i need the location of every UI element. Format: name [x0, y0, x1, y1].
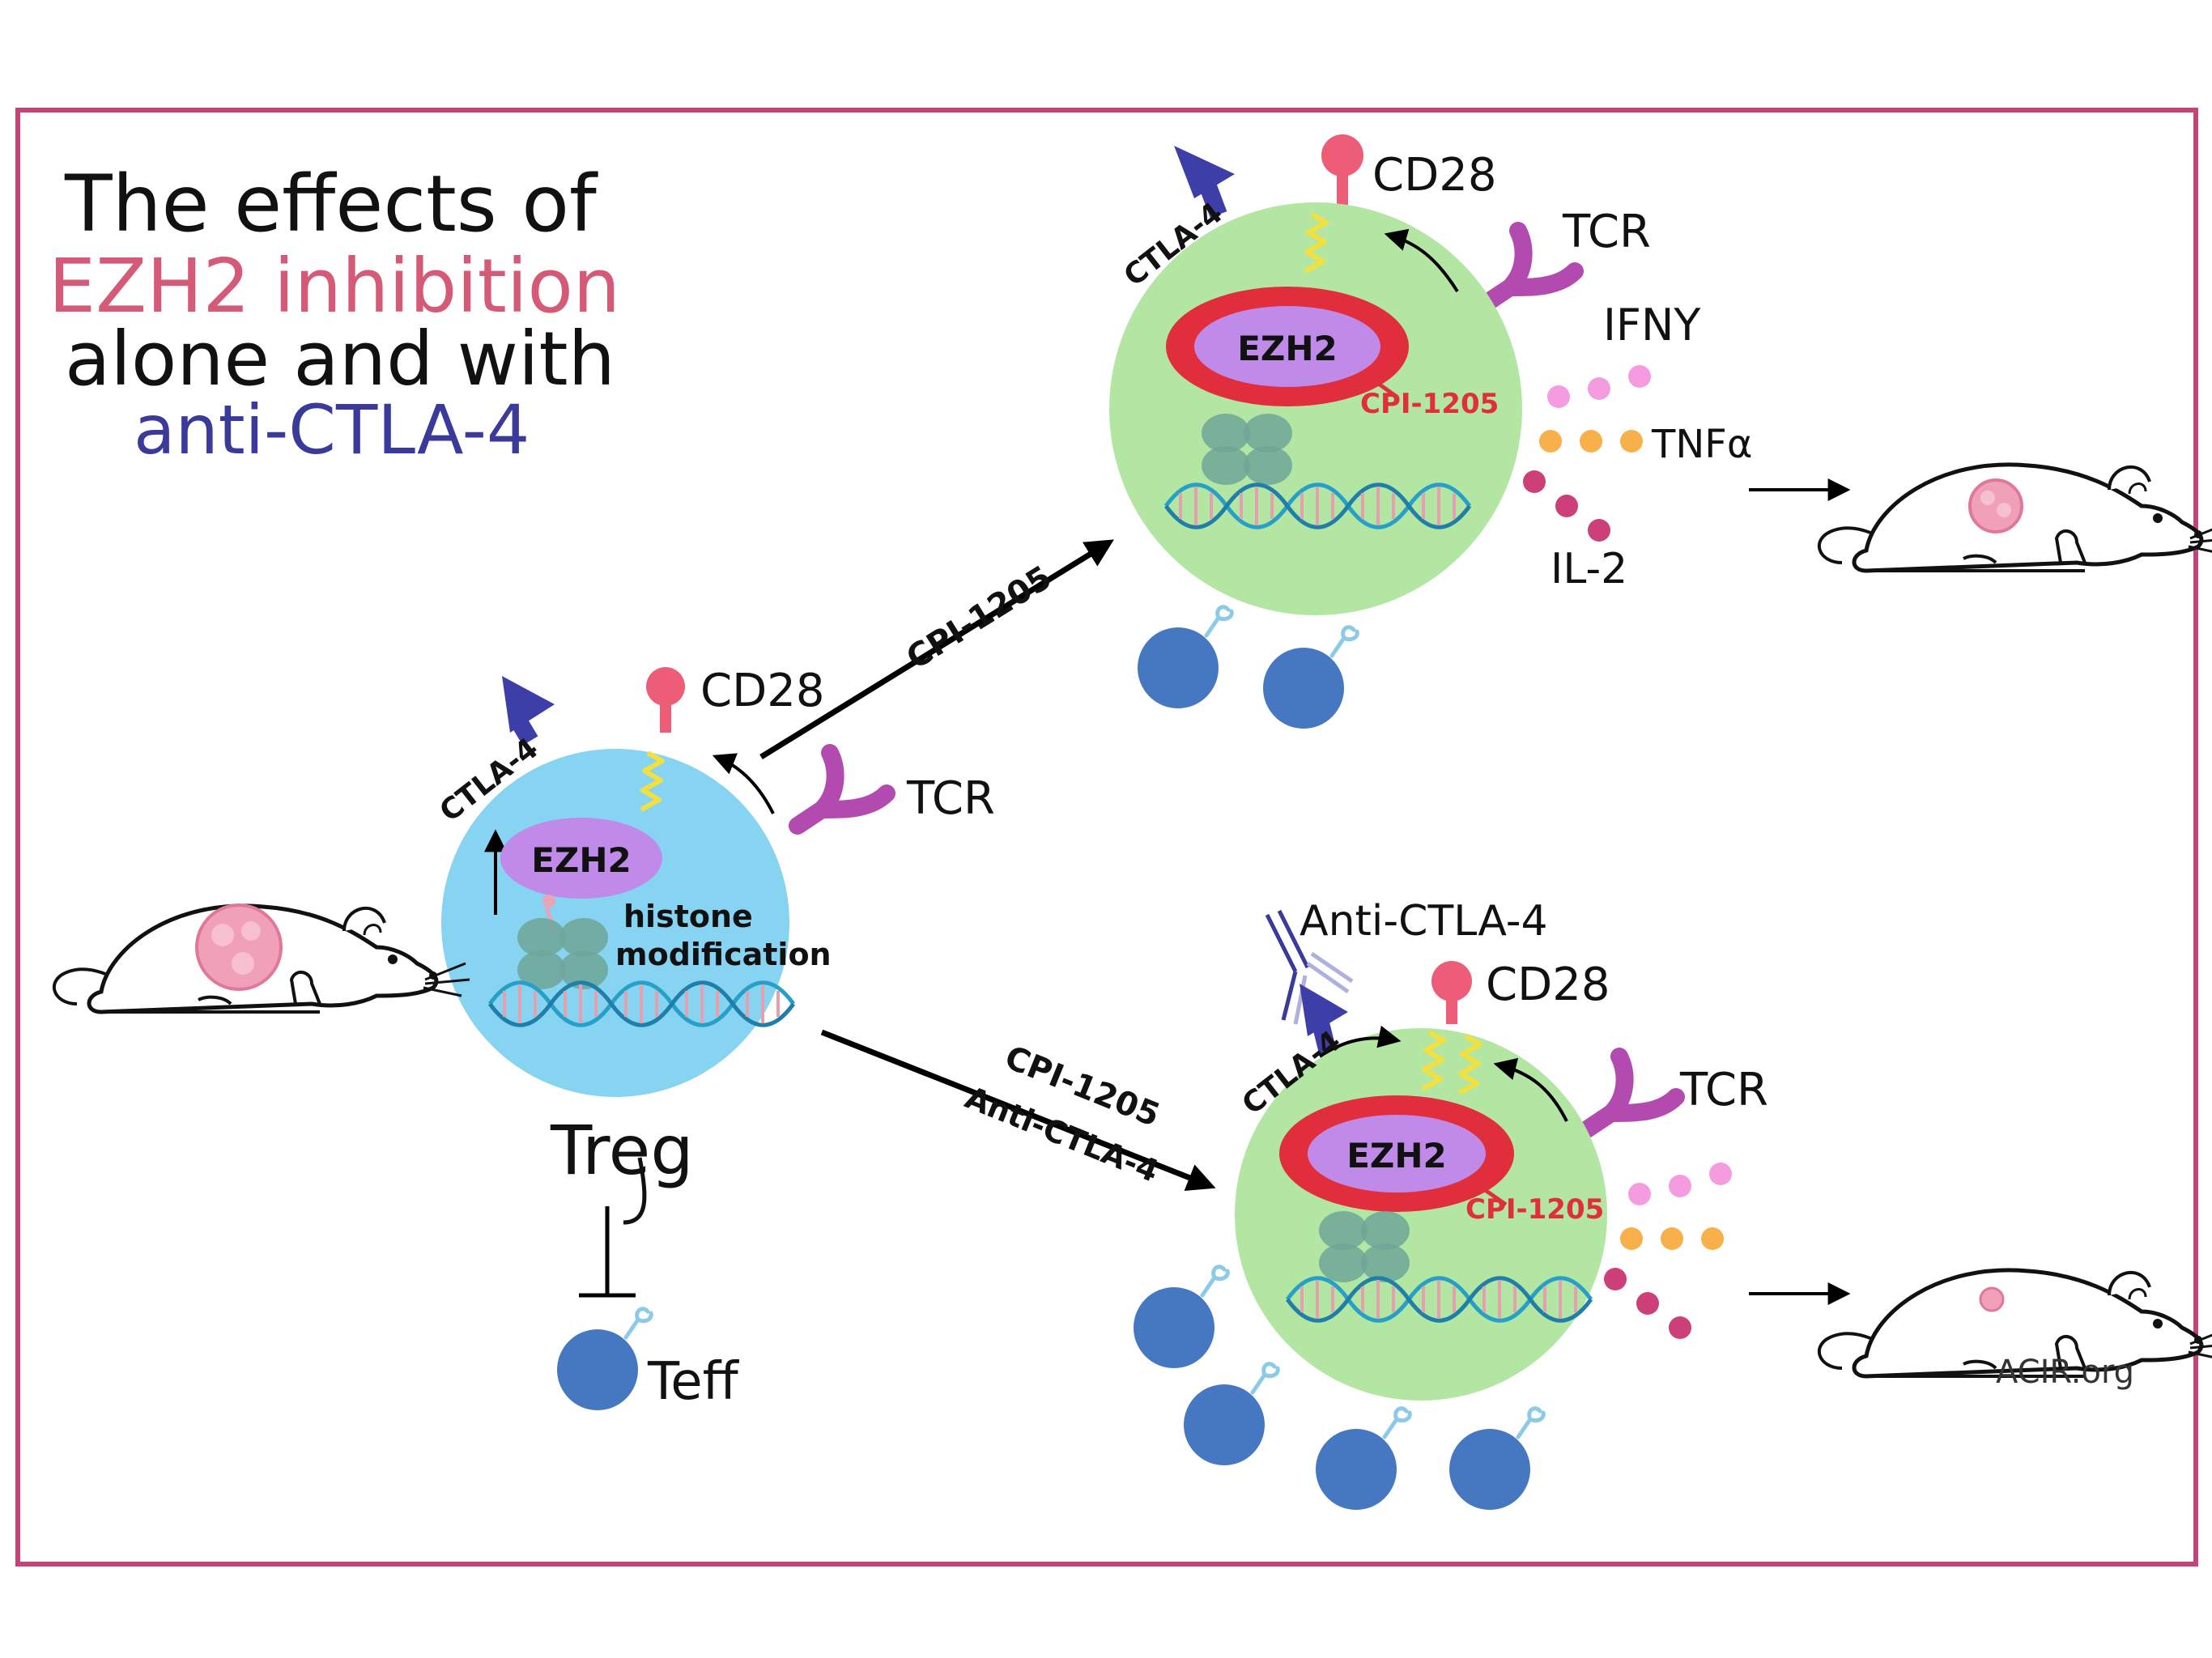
cpi1205-label-bottom: CPI-1205	[1465, 1193, 1604, 1226]
teff-cell-bottom-2	[1184, 1364, 1278, 1465]
il2-label: IL-2	[1551, 545, 1627, 593]
tcr-receptor	[798, 753, 887, 826]
ctla4-receptor-top	[1174, 146, 1235, 218]
title-line-4: anti-CTLA-4	[134, 390, 530, 470]
ezh2-label-top: EZH2	[1237, 329, 1338, 368]
teff-label: Teff	[647, 1352, 740, 1412]
teff-cell	[557, 1309, 651, 1410]
tumor-medium-icon	[1968, 478, 2023, 534]
ezh2-protein-bottom	[1308, 1115, 1486, 1192]
ezh2-protein	[500, 818, 662, 899]
ctla4-receptor-bottom	[1300, 984, 1348, 1055]
ezh2-label: EZH2	[531, 840, 632, 880]
cd28-receptor	[646, 667, 685, 733]
title-line-1: The effects of	[64, 159, 598, 249]
cd28-receptor-bottom	[1431, 961, 1472, 1024]
arrow-top-label: CPI-1205	[900, 559, 1058, 677]
dna-icon	[490, 983, 793, 1026]
teff-cell-bottom-4	[1449, 1409, 1543, 1510]
frame-border	[15, 108, 2198, 1567]
ezh2-protein-top	[1194, 306, 1380, 387]
teff-cell-top-2	[1263, 627, 1357, 729]
anti-ctla4-label: Anti-CTLA-4	[1300, 897, 1548, 946]
cpi1205-label-top: CPI-1205	[1360, 388, 1499, 420]
teff-cell-bottom-3	[1316, 1409, 1410, 1510]
modification-label: modification	[615, 937, 832, 972]
histone-label: histone	[623, 899, 753, 934]
treg-cell-group: EZH2 histone modification CTLA-4 CD28 TC…	[434, 665, 995, 1412]
antibody-icon	[1265, 909, 1354, 1025]
cd28-receptor-top	[1321, 134, 1363, 210]
tumor-small-icon	[1979, 1286, 2005, 1312]
ezh2-label-bottom: EZH2	[1346, 1136, 1447, 1175]
teff-cell-bottom-1	[1134, 1267, 1227, 1368]
tcr-label-top: TCR	[1562, 206, 1651, 258]
cell-cpi1205-anti-ctla4: Anti-CTLA-4 EZH2 CPI-1205 CTLA-4 CD28 TC…	[1134, 897, 1768, 1510]
arrow-to-top	[759, 539, 1114, 759]
ctla4-receptor	[502, 676, 555, 746]
cd28-label-bottom: CD28	[1486, 959, 1610, 1011]
cell-cpi1205: EZH2 CPI-1205 CTLA-4 CD28 TCR IFNY TNFα …	[1109, 134, 1752, 729]
mouse-top-right	[1819, 465, 2212, 571]
title-line-2: EZH2 inhibition	[49, 243, 620, 329]
tcr-receptor-top	[1486, 231, 1575, 304]
teff-cell-top-1	[1138, 607, 1231, 708]
dna-icon-bottom	[1287, 1278, 1591, 1321]
mouse-left	[54, 903, 470, 1012]
tcr-label-bottom: TCR	[1679, 1064, 1768, 1116]
title-block: The effects of EZH2 inhibition alone and…	[49, 159, 620, 470]
title-line-3: alone and with	[65, 316, 615, 402]
treg-label: Treg	[550, 1111, 694, 1190]
arrow-to-bottom	[820, 1029, 1216, 1191]
cytokines-top	[1523, 365, 1651, 542]
cd28-label: CD28	[700, 665, 824, 717]
dna-icon-top	[1166, 485, 1470, 528]
cytokines-bottom	[1604, 1163, 1732, 1339]
tcr-label: TCR	[906, 772, 995, 825]
mouse-bottom-right	[1819, 1270, 2212, 1376]
tcr-receptor-bottom	[1587, 1056, 1676, 1129]
signal-arrow	[712, 753, 775, 814]
tumor-large-icon	[195, 903, 283, 991]
credit-label: ACIR.org	[1996, 1354, 2134, 1391]
ifng-label: IFNY	[1603, 300, 1701, 351]
tnfa-label: TNFα	[1651, 422, 1752, 467]
cd28-label-top: CD28	[1372, 149, 1496, 202]
